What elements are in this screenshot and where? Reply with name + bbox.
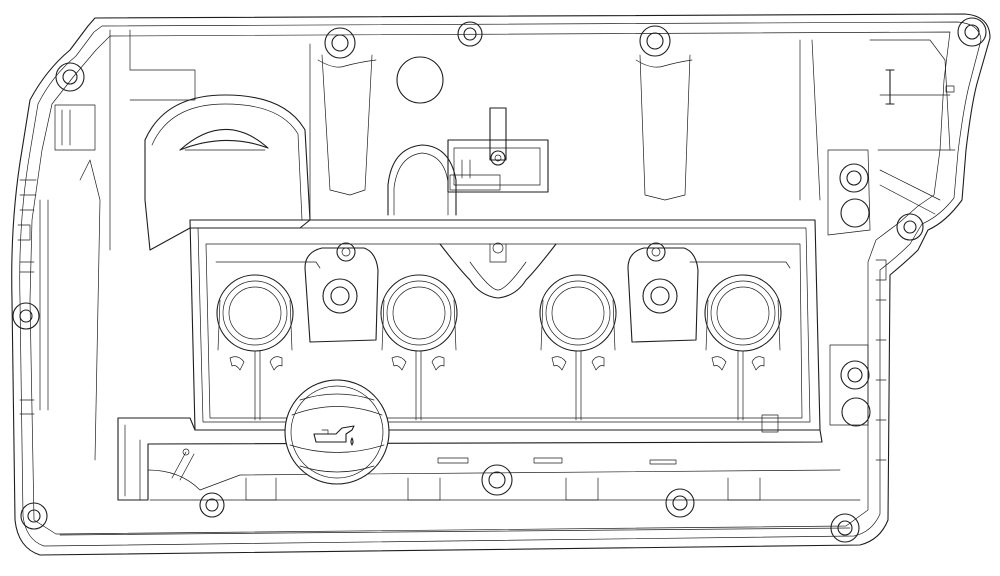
hook-details	[229, 350, 779, 433]
oil-can-icon	[313, 425, 355, 446]
left-edge-details	[12, 104, 101, 530]
separator-dome	[144, 94, 311, 251]
breather-cover	[387, 107, 549, 216]
top-bosses	[55, 17, 987, 92]
upper-bay	[109, 29, 955, 251]
outer-housing	[11, 13, 991, 556]
lower-flange	[59, 417, 861, 543]
oil-filler-cap	[284, 379, 390, 485]
inner-bosses	[304, 242, 699, 343]
right-side-details	[827, 149, 956, 461]
